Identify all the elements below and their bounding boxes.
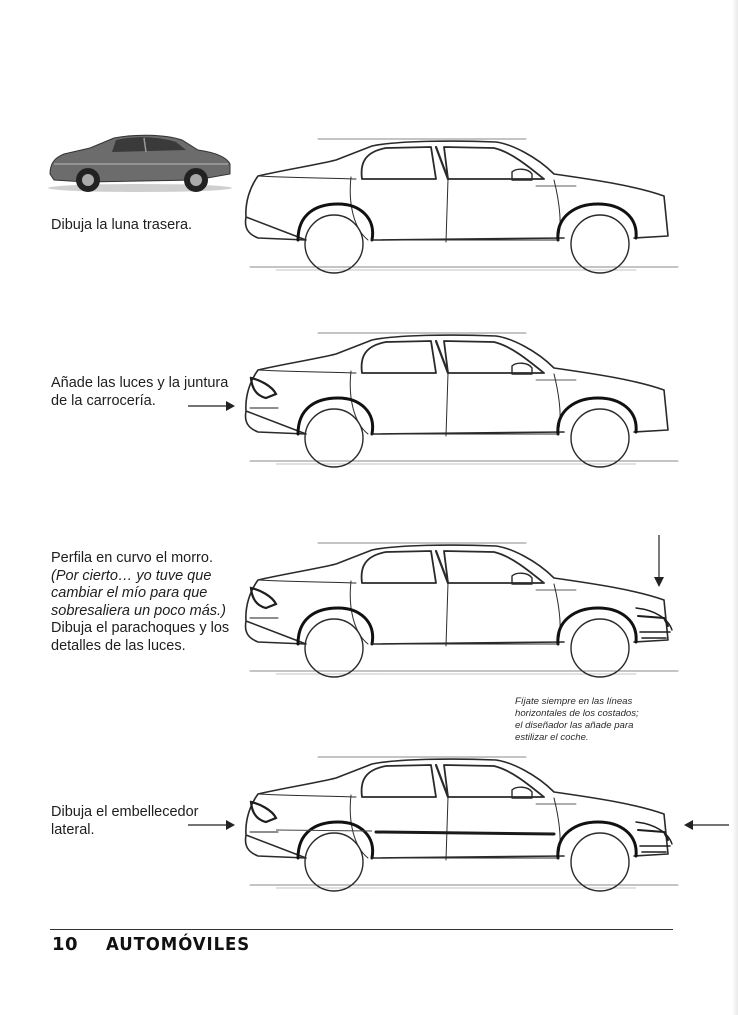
page-number: 10 <box>52 934 79 955</box>
arrow-pointer-icon <box>188 820 235 830</box>
step-3-aside-3: sobresaliera un poco más.) <box>51 602 226 619</box>
sedan-side-sketch-icon <box>244 331 680 469</box>
step-1-drawing <box>244 137 680 275</box>
step-4-drawing <box>244 755 680 893</box>
step-3-line-2: Dibuja el parachoques y los <box>51 620 230 636</box>
arrow-pointer-icon <box>188 401 235 411</box>
page-edge-shadow <box>732 0 738 1015</box>
sedan-side-sketch-icon <box>244 541 680 679</box>
step-1-caption: Dibuja la luna trasera. <box>51 217 192 235</box>
side-note-line-4: estilizar el coche. <box>515 732 589 743</box>
section-title: AUTOMÓVILES <box>106 934 251 955</box>
footer-rule <box>50 929 673 930</box>
arrow-pointer-icon <box>654 535 664 587</box>
step-2-line-1: Añade las luces y la juntura <box>51 375 229 391</box>
arrow-pointer-icon <box>684 820 729 830</box>
step-2-drawing <box>244 331 680 469</box>
step-2-caption: Añade las luces y la juntura de la carro… <box>51 375 228 410</box>
step-2-line-2: de la carrocería. <box>51 392 156 409</box>
step-4-caption: Dibuja el embellecedor lateral. <box>51 804 199 839</box>
step-4-line-2: lateral. <box>51 821 95 838</box>
step-3-drawing <box>244 541 680 679</box>
step-3-aside-1: (Por cierto… yo tuve que <box>51 567 212 584</box>
side-note-line-2: horizontales de los costados; <box>515 708 639 719</box>
side-note-line-3: el diseñador las añade para <box>515 720 634 731</box>
step-3-aside-2: cambiar el mío para que <box>51 585 208 601</box>
step-4-line-1: Dibuja el embellecedor <box>51 804 199 820</box>
step-3-line-3: detalles de las luces. <box>51 637 186 654</box>
reference-car-image <box>48 134 232 192</box>
sedan-side-sketch-icon <box>244 755 680 893</box>
step-3-line-1: Perfila en curvo el morro. <box>51 550 213 566</box>
step-1-line-1: Dibuja la luna trasera. <box>51 217 193 233</box>
shaded-sedan-photo-icon <box>48 134 232 192</box>
side-note: Fíjate siempre en las líneas horizontale… <box>515 696 690 744</box>
step-3-caption: Perfila en curvo el morro. (Por cierto… … <box>51 550 229 655</box>
side-note-line-1: Fíjate siempre en las líneas <box>515 696 633 707</box>
sedan-side-sketch-icon <box>244 137 680 275</box>
